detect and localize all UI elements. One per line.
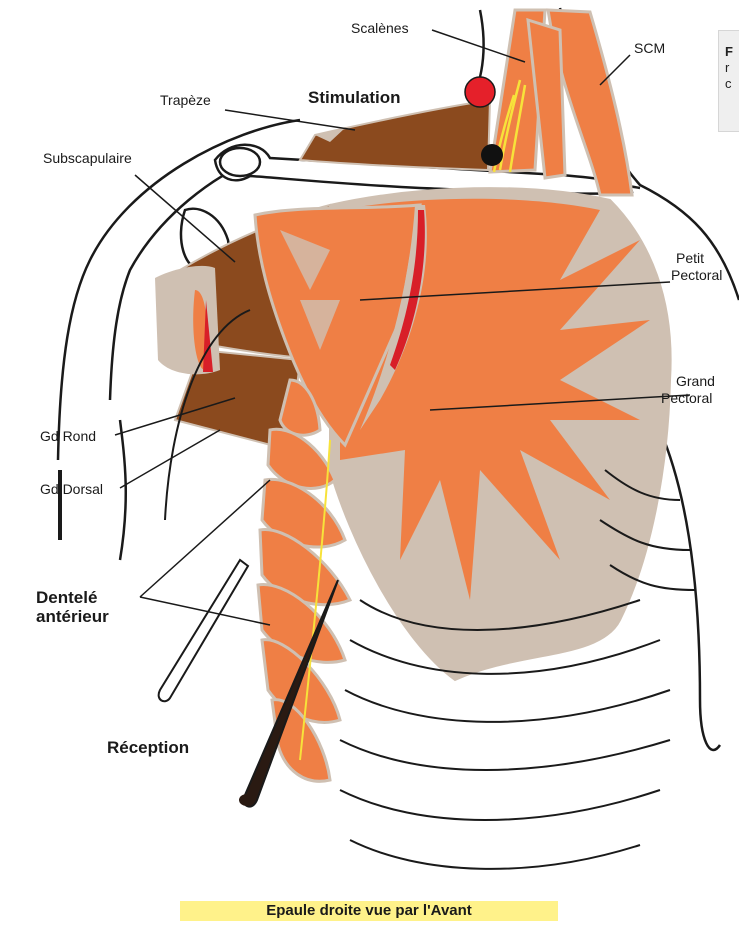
- label-scalenes: Scalènes: [351, 20, 409, 36]
- label-trapeze: Trapèze: [160, 92, 211, 108]
- label-grand-pectoral: Pectoral: [661, 390, 712, 406]
- label-dentele: Dentelé: [36, 588, 97, 607]
- nerve-point: [481, 144, 503, 166]
- label-gd-rond: Gd Rond: [40, 428, 96, 444]
- note-line-2: r: [725, 60, 729, 75]
- label-reception: Réception: [107, 738, 189, 757]
- label-gd-dorsal: Gd Dorsal: [40, 481, 103, 497]
- label-grand: Grand: [676, 373, 715, 389]
- label-subscapulaire: Subscapulaire: [43, 150, 132, 166]
- label-stimulation: Stimulation: [308, 88, 401, 107]
- figure-caption: Epaule droite vue par l'Avant: [180, 901, 558, 921]
- note-line-1: F: [725, 44, 733, 59]
- stimulation-electrode-dot: [465, 77, 495, 107]
- label-petit-pectoral: Pectoral: [671, 267, 722, 283]
- label-petit: Petit: [676, 250, 704, 266]
- note-line-3: c: [725, 76, 732, 91]
- arm-tube: [159, 560, 248, 701]
- label-scm: SCM: [634, 40, 665, 56]
- label-anterieur: antérieur: [36, 607, 109, 626]
